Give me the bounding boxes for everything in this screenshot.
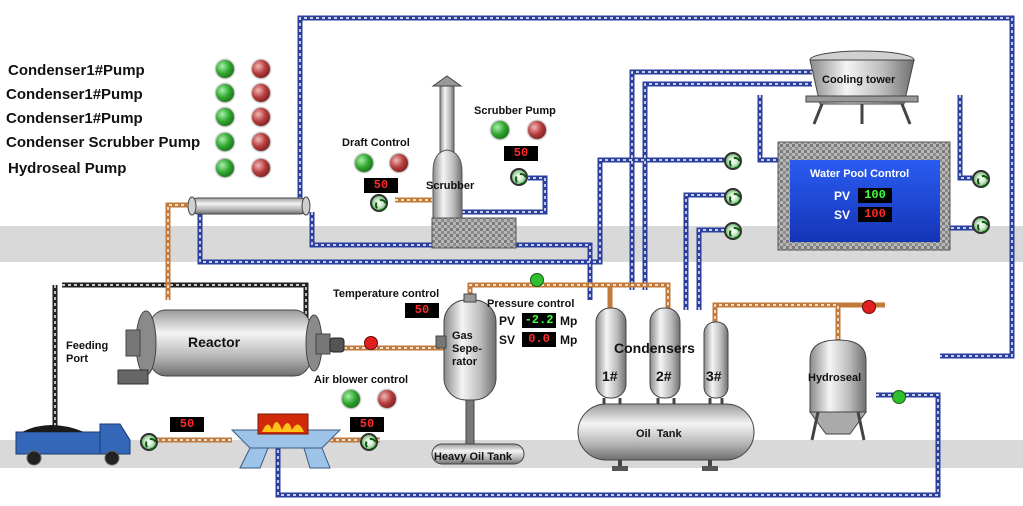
air-blower-right-value[interactable]: 50 — [350, 417, 384, 432]
water-pool-sv-value[interactable]: 100 — [858, 207, 892, 222]
condenser-3-label: 3# — [706, 368, 722, 384]
scrubber-label: Scrubber — [426, 180, 475, 192]
pump-2-stop-indicator[interactable] — [252, 84, 270, 102]
air-blower-start-indicator[interactable] — [342, 390, 360, 408]
heavy-oil-tank-label: Heavy Oil Tank — [434, 451, 513, 463]
pump-3-stop-indicator[interactable] — [252, 108, 270, 126]
scrubber-pump-label: Scrubber Pump — [474, 105, 556, 117]
hydroseal-outlet-valve-icon[interactable] — [892, 390, 906, 404]
gas-separator — [435, 293, 497, 445]
scrubber-tower — [431, 75, 517, 249]
gas-line-valve-icon[interactable] — [530, 273, 544, 287]
draft-fan-icon[interactable] — [370, 194, 388, 212]
air-blower-left-value[interactable]: 50 — [170, 417, 204, 432]
pump-4-start-indicator[interactable] — [216, 133, 234, 151]
pump-label-2: Condenser1#Pump — [6, 86, 143, 103]
draft-control-value[interactable]: 50 — [364, 178, 398, 193]
air-blower-right-fan-icon[interactable] — [360, 433, 378, 451]
draft-stop-indicator[interactable] — [390, 154, 408, 172]
burner — [230, 413, 342, 469]
condenser-columns — [595, 307, 729, 410]
pool-outlet-pump-icon[interactable] — [972, 216, 990, 234]
scrubber-pump-value[interactable]: 50 — [504, 146, 538, 161]
draft-start-indicator[interactable] — [355, 154, 373, 172]
condenser2-pump-icon[interactable] — [724, 188, 742, 206]
cooling-tower-label: Cooling tower — [822, 74, 896, 86]
gas-separator-label: Gas Sepe- rator — [452, 330, 482, 368]
pump-label-3: Condenser1#Pump — [6, 110, 143, 127]
temperature-control-value[interactable]: 50 — [405, 303, 439, 318]
condenser-2-label: 2# — [656, 368, 672, 384]
air-blower-stop-indicator[interactable] — [378, 390, 396, 408]
pressure-sv-unit: Mp — [560, 333, 578, 347]
pressure-pv-label: PV — [499, 314, 516, 328]
hydroseal-label: Hydroseal — [808, 372, 862, 384]
air-blower-label: Air blower control — [314, 374, 409, 386]
condenser1-pump-icon[interactable] — [724, 152, 742, 170]
hydroseal-tank — [809, 339, 867, 441]
water-pool-label: Water Pool Control — [810, 168, 910, 180]
water-pool-pv-label: PV — [834, 189, 851, 203]
pump-1-start-indicator[interactable] — [216, 60, 234, 78]
pump-1-stop-indicator[interactable] — [252, 60, 270, 78]
temperature-control-label: Temperature control — [333, 288, 440, 300]
feed-truck — [15, 423, 131, 466]
cooling-tower — [805, 50, 919, 125]
pressure-sv-label: SV — [499, 333, 516, 347]
scrubber-pump-icon[interactable] — [510, 168, 528, 186]
pump-5-start-indicator[interactable] — [216, 159, 234, 177]
pump-2-start-indicator[interactable] — [216, 84, 234, 102]
feeding-port-label: Feeding Port — [66, 340, 109, 365]
condenser-1-label: 1# — [602, 368, 618, 384]
condensers-label: Condensers — [614, 340, 695, 356]
hydroseal-inlet-valve-icon[interactable] — [862, 300, 876, 314]
reactor-outlet-valve-icon[interactable] — [364, 336, 378, 350]
pump-3-start-indicator[interactable] — [216, 108, 234, 126]
water-pool-sv-label: SV — [834, 208, 851, 222]
heavy-oil-tank — [431, 443, 525, 465]
draft-control-label: Draft Control — [342, 137, 410, 149]
pump-label-1: Condenser1#Pump — [8, 62, 145, 79]
scrubber-pump-stop-indicator[interactable] — [528, 121, 546, 139]
air-blower-left-fan-icon[interactable] — [140, 433, 158, 451]
pump-label-5: Hydroseal Pump — [8, 160, 127, 177]
pressure-control-label: Pressure control — [487, 298, 575, 310]
pressure-pv-value: -2.2 — [522, 313, 556, 328]
oil-tank — [577, 403, 755, 471]
water-pool-pv-value: 100 — [858, 188, 892, 203]
condenser-pipe — [187, 196, 311, 216]
blue-pipes — [52, 15, 1015, 498]
scrubber-pump-start-indicator[interactable] — [491, 121, 509, 139]
cooling-return-pump-icon[interactable] — [972, 170, 990, 188]
reactor-label: Reactor — [188, 334, 241, 350]
pump-5-stop-indicator[interactable] — [252, 159, 270, 177]
pump-label-4: Condenser Scrubber Pump — [6, 134, 201, 151]
pressure-sv-value[interactable]: 0.0 — [522, 332, 556, 347]
condenser3-pump-icon[interactable] — [724, 222, 742, 240]
pressure-pv-unit: Mp — [560, 314, 578, 328]
pump-4-stop-indicator[interactable] — [252, 133, 270, 151]
oil-tank-label: Oil Tank — [636, 428, 682, 440]
reactor-vessel — [117, 309, 345, 385]
